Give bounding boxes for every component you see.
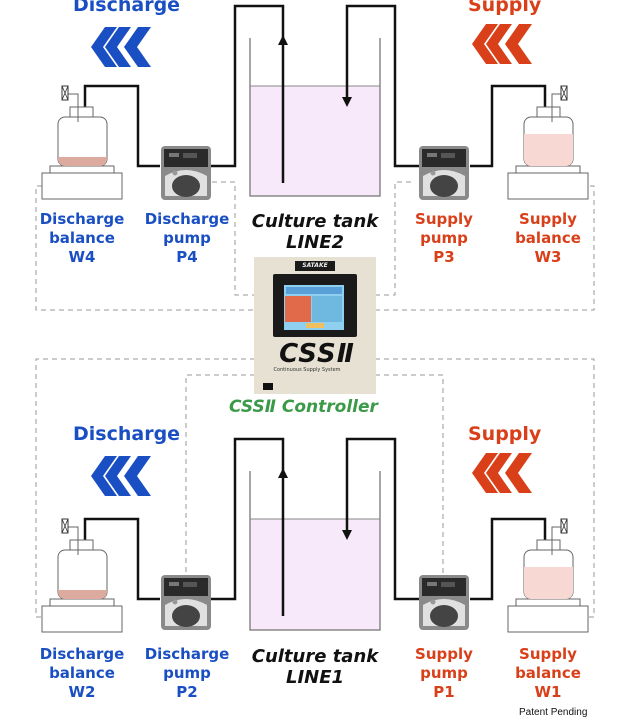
supply-direction-chevrons-line2: [472, 24, 532, 64]
controller-brand: SATAKE: [302, 262, 328, 269]
signal-line-w1: [375, 358, 595, 618]
discharge-direction-chevrons-line1: [91, 456, 151, 496]
discharge-heading-line1: Discharge: [73, 423, 181, 445]
line1-system: [41, 437, 589, 633]
supply-direction-chevrons-line1: [472, 453, 532, 493]
signal-lines: [35, 181, 595, 618]
signal-line-w4: [35, 185, 255, 311]
discharge-pump-p2-label: Discharge pump P2: [144, 645, 230, 701]
supply-balance-w1-label: Supply balance W1: [515, 645, 581, 701]
discharge-heading-line2: Discharge: [73, 0, 181, 16]
culture-tank-line2: [249, 38, 381, 197]
supply-heading-line1: Supply: [468, 423, 542, 445]
discharge-balance-w4-label: Discharge balance W4: [39, 210, 125, 266]
supply-balance-w1-icon: [507, 518, 589, 633]
discharge-pump-p4-label: Discharge pump P4: [144, 210, 230, 266]
culture-tank-line1-liquid: [250, 519, 380, 630]
discharge-pump-p4-icon: [161, 146, 211, 200]
culture-tank-line1-label: Culture tank LINE1: [251, 646, 379, 688]
tube-tank-to-p2: [210, 437, 285, 616]
signal-line-p1: [375, 374, 444, 573]
tube-p1-to-tank: [345, 437, 420, 601]
controller-logo: CSSⅡ: [279, 339, 355, 369]
culture-tank-line1: [249, 471, 381, 631]
supply-pump-p1-label: Supply pump P1: [415, 645, 473, 701]
controller-subtitle: Continuous Supply System: [273, 367, 341, 373]
culture-tank-line2-label: Culture tank LINE2: [251, 211, 379, 253]
discharge-balance-w4-icon: [41, 85, 123, 200]
signal-line-w2: [35, 358, 255, 618]
tube-p3-to-tank: [345, 4, 420, 168]
line2-system: [41, 4, 589, 200]
patent-pending-note: Patent Pending: [519, 707, 588, 718]
supply-heading-line2: Supply: [468, 0, 542, 16]
discharge-balance-w2-label: Discharge balance W2: [39, 645, 125, 701]
tube-tank-to-p4: [210, 4, 285, 183]
css2-controller-photo: [254, 257, 376, 394]
controller-label: CSSⅡ Controller: [229, 397, 378, 417]
discharge-pump-p2-icon: [161, 575, 211, 630]
discharge-direction-chevrons-line2: [91, 27, 151, 67]
supply-pump-p3-label: Supply pump P3: [415, 210, 473, 266]
signal-line-p3: [375, 181, 412, 296]
signal-line-w3: [375, 185, 595, 311]
signal-line-p2: [185, 374, 255, 573]
discharge-balance-w2-icon: [41, 518, 123, 633]
supply-pump-p1-icon: [419, 575, 469, 630]
supply-balance-w3-icon: [507, 85, 589, 200]
culture-tank-line2-liquid: [250, 86, 380, 196]
supply-balance-w3-label: Supply balance W3: [515, 210, 581, 266]
supply-pump-p3-icon: [419, 146, 469, 200]
signal-line-p4: [212, 181, 255, 296]
